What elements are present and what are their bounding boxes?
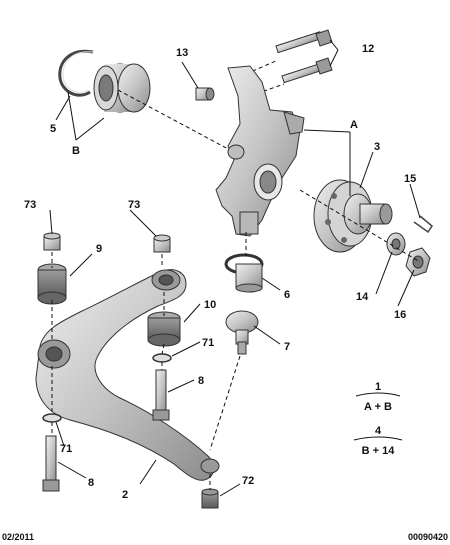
callout-B: B <box>72 145 80 157</box>
legend-kit1-number: 1 <box>375 381 381 393</box>
leader-lines <box>49 39 421 497</box>
footer-reference: 00090420 <box>408 532 448 542</box>
bolt-12-upper <box>275 29 333 54</box>
steering-knuckle-part <box>215 65 305 237</box>
axis-line-balljoint <box>209 355 241 451</box>
callout-3: 3 <box>374 141 380 153</box>
split-pin-15-part <box>413 215 433 234</box>
legend-kit1-composition: A + B <box>364 401 392 413</box>
callout-10: 10 <box>204 299 216 311</box>
callout-5: 5 <box>50 123 56 135</box>
control-arm-part <box>35 269 220 481</box>
legend-kit4-divider <box>353 436 403 441</box>
ball-joint-7-part <box>225 310 259 355</box>
hub-part <box>313 179 393 253</box>
legend-kit4-composition: B + 14 <box>362 445 396 457</box>
nut-73-right-part <box>153 234 171 253</box>
callout-6: 6 <box>284 289 290 301</box>
callout-9: 9 <box>96 243 102 255</box>
callout-71-upper: 71 <box>202 337 214 349</box>
bolt-8-upper-part <box>152 369 170 421</box>
callout-2: 2 <box>122 489 128 501</box>
nut-72-part <box>201 488 219 509</box>
hub-nut-16-part <box>405 247 431 277</box>
callout-8-lower: 8 <box>88 477 94 489</box>
callout-7: 7 <box>284 341 290 353</box>
callout-12: 12 <box>362 43 374 55</box>
spacer-14-part <box>386 232 406 256</box>
callout-14: 14 <box>356 291 369 303</box>
axis-line-right-stack <box>161 254 165 370</box>
legend-kit4-number: 4 <box>375 425 382 437</box>
axis-line-bolt12a <box>245 59 279 75</box>
bush-9-part <box>37 263 67 305</box>
callout-72: 72 <box>242 475 254 487</box>
callout-73-left: 73 <box>24 199 36 211</box>
callout-A: A <box>350 119 358 131</box>
bolt-8-lower-part <box>42 435 60 492</box>
callout-73-right: 73 <box>128 199 140 211</box>
circlip-part <box>58 49 94 97</box>
axis-line-bolt12b <box>249 83 285 97</box>
collar-6-part <box>224 253 264 293</box>
callout-71-lower: 71 <box>60 443 72 455</box>
bolt-12-lower <box>281 57 333 84</box>
footer-date: 02/2011 <box>2 532 34 542</box>
legend-kit1-divider <box>355 392 401 397</box>
washer-71-upper-part <box>152 353 172 363</box>
callout-16: 16 <box>394 309 406 321</box>
callout-8-upper: 8 <box>198 375 204 387</box>
callout-15: 15 <box>404 173 416 185</box>
axis-line-hub <box>299 189 421 263</box>
axis-line-bearing <box>117 89 231 151</box>
callout-13: 13 <box>176 47 188 59</box>
wheel-bearing-part <box>93 63 151 113</box>
nut-13-part <box>195 87 215 101</box>
nut-73-left-part <box>43 232 61 251</box>
bush-10-part <box>147 311 181 347</box>
kit-legend: 1 A + B 4 B + 14 <box>353 381 403 457</box>
washer-71-lower-part <box>42 413 62 423</box>
